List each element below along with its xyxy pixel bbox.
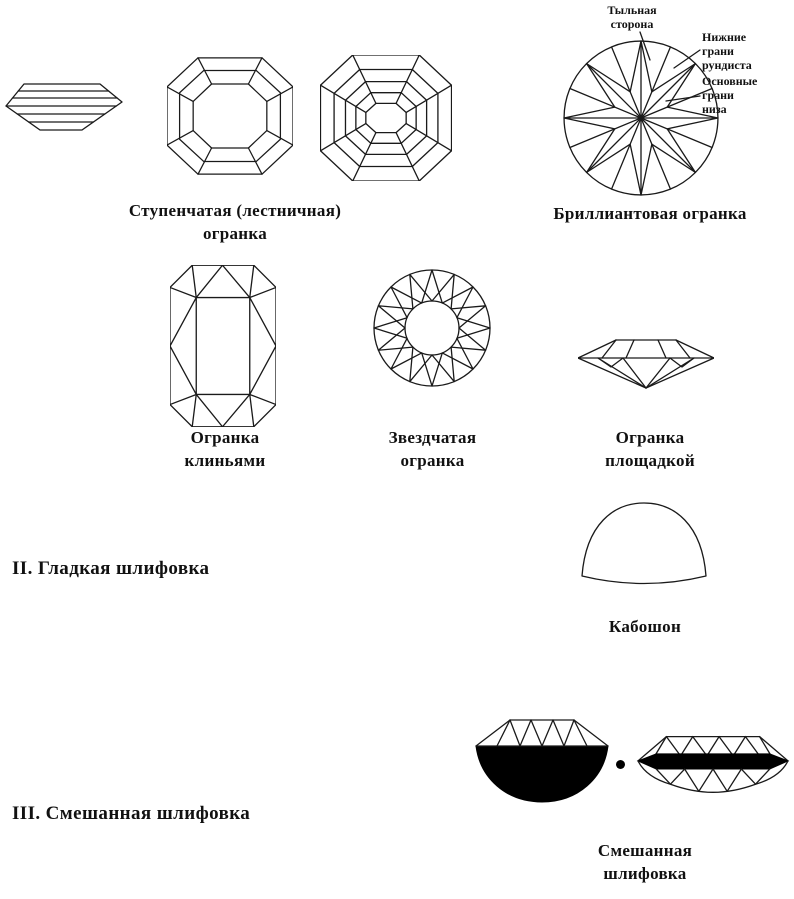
brilliant-cut-back-view-figure xyxy=(563,40,719,196)
caption-step-cut: Ступенчатая (лестничная) огранка xyxy=(128,201,342,243)
section-heading-smooth: II. Гладкая шлифовка xyxy=(12,558,210,579)
caption-star-cut: Звездчатая огранка xyxy=(388,428,477,470)
mixed-cut-front-view-figure xyxy=(475,719,609,803)
multi-step-octagonal-cut-figure xyxy=(320,55,452,181)
caption-mixed-cut: Смешанная шлифовка xyxy=(597,841,693,883)
annotation-pavilion-main-facets: Основные грани низа xyxy=(702,74,758,117)
step-cut-side-view-figure xyxy=(5,83,123,131)
caption-cabochon: Кабошон xyxy=(608,617,682,636)
annotation-leader-lines xyxy=(639,31,701,102)
section-heading-mixed: III. Смешанная шлифовка xyxy=(12,803,251,824)
annotation-lower-girdle-facets: Нижние грани рундиста xyxy=(702,30,752,73)
caption-brilliant-cut: Бриллиантовая огранка xyxy=(553,204,747,223)
mixed-cut-side-view-figure xyxy=(636,735,790,794)
table-cut-side-view-figure xyxy=(578,339,714,389)
caption-wedge-cut: Огранка клиньями xyxy=(184,428,266,470)
wedge-cut-figure xyxy=(170,265,276,427)
separator-dot xyxy=(616,760,625,769)
star-cut-figure xyxy=(373,269,491,387)
annotation-back-side: Тыльная сторона xyxy=(607,3,657,32)
caption-table-cut: Огранка площадкой xyxy=(605,428,695,470)
octagonal-step-cut-figure xyxy=(167,57,293,175)
cabochon-figure xyxy=(581,502,707,585)
